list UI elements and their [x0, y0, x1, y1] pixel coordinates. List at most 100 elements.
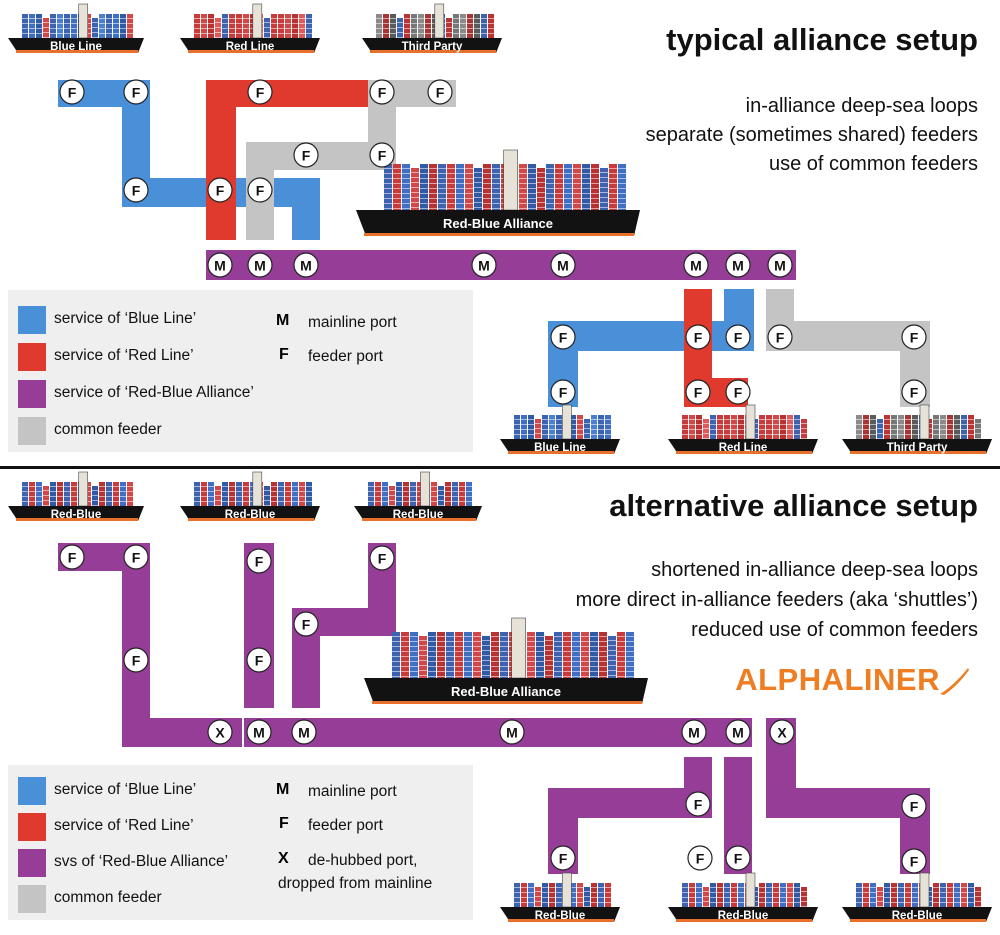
legend-swatch-red	[18, 813, 46, 841]
legend-label-dehubbed-2: dropped from mainline	[278, 875, 433, 892]
svg-text:F: F	[910, 385, 919, 401]
mainline-port: M	[207, 252, 233, 278]
legend-mainline-glyph: M	[276, 781, 290, 798]
bottom-desc-1: shortened in-alliance deep-sea loops	[651, 559, 978, 581]
top-blue-feeder	[548, 321, 748, 351]
ship-top-left: Blue Line	[8, 3, 144, 53]
feeder-port: F	[767, 324, 793, 350]
svg-text:M: M	[253, 725, 265, 741]
feeder-port: F	[725, 845, 751, 871]
feeder-port: F	[369, 79, 395, 105]
top-desc-2: separate (sometimes shared) feeders	[645, 124, 978, 146]
legend-feeder-glyph: F	[279, 815, 289, 832]
mainline-port: M	[246, 719, 272, 745]
svg-text:Blue Line: Blue Line	[50, 41, 102, 53]
bottom-mainline-route	[244, 718, 752, 747]
feeder-port: F	[246, 647, 272, 673]
svg-text:F: F	[216, 183, 225, 199]
svg-text:F: F	[694, 797, 703, 813]
feeder-port: F	[427, 79, 453, 105]
feeder-port: F	[550, 845, 576, 871]
ship-bottom-top-mid: Red-Blue	[180, 471, 320, 521]
svg-text:F: F	[694, 385, 703, 401]
svg-text:F: F	[734, 385, 743, 401]
mainline-port: M	[247, 252, 273, 278]
bottom-legend: service of ‘Blue Line’ service of ‘Red L…	[8, 765, 473, 920]
legend-label-feeder: feeder port	[308, 348, 383, 365]
feeder-port: F	[123, 647, 149, 673]
legend-swatch-blue	[18, 306, 46, 334]
legend-swatch-grey	[18, 885, 46, 913]
svg-text:F: F	[559, 851, 568, 867]
mainline-port: M	[293, 252, 319, 278]
svg-text:M: M	[557, 258, 569, 274]
ship-bottom-top-right: Red-Blue	[354, 471, 482, 521]
svg-text:F: F	[910, 799, 919, 815]
top-desc-3: use of common feeders	[769, 153, 978, 175]
bottom-desc-2: more direct in-alliance feeders (aka ‘sh…	[575, 589, 978, 611]
legend-label-red: service of ‘Red Line’	[54, 347, 194, 364]
mainline-port: M	[471, 252, 497, 278]
svg-text:M: M	[774, 258, 786, 274]
mainline-port: M	[499, 719, 525, 745]
ship-bottom-bottom-left: Red-Blue	[500, 872, 620, 922]
mainline-port: M	[767, 252, 793, 278]
svg-text:M: M	[300, 258, 312, 274]
feeder-port: F	[369, 142, 395, 168]
legend-label-blue: service of ‘Blue Line’	[54, 310, 197, 327]
legend-swatch-blue	[18, 777, 46, 805]
top-title: typical alliance setup	[666, 22, 978, 57]
svg-text:M: M	[688, 725, 700, 741]
ship-bottom-main: Red-Blue Alliance	[364, 617, 648, 704]
svg-text:F: F	[132, 653, 141, 669]
legend-label-mainline: mainline port	[308, 314, 397, 331]
alphaliner-swoosh-icon	[940, 668, 969, 695]
feeder-port: F	[687, 845, 713, 871]
legend-dehubbed-glyph: X	[278, 850, 289, 867]
svg-text:F: F	[734, 851, 743, 867]
legend-label-grey: common feeder	[54, 889, 162, 906]
svg-text:Red-Blue: Red-Blue	[393, 509, 443, 521]
top-red-route	[206, 80, 396, 107]
feeder-port: F	[247, 177, 273, 203]
feeder-port: F	[725, 324, 751, 350]
ship-top-bottom-left: Blue Line	[500, 404, 620, 454]
feeder-port: F	[725, 379, 751, 405]
dehubbed-port: X	[207, 719, 233, 745]
ship-top-mid: Red Line	[180, 3, 320, 53]
ship-top-right: Third Party	[362, 3, 502, 53]
feeder-port: F	[901, 379, 927, 405]
legend-swatch-purple	[18, 849, 46, 877]
svg-text:F: F	[68, 550, 77, 566]
svg-text:M: M	[214, 258, 226, 274]
legend-swatch-purple	[18, 380, 46, 408]
feeder-port: F	[123, 177, 149, 203]
feeder-port: F	[901, 793, 927, 819]
legend-label-mainline: mainline port	[308, 783, 397, 800]
feeder-port: F	[901, 324, 927, 350]
feeder-port: F	[293, 611, 319, 637]
svg-text:F: F	[256, 85, 265, 101]
legend-label-purple: service of ‘Red-Blue Alliance’	[54, 384, 254, 401]
svg-text:F: F	[132, 550, 141, 566]
mainline-port: M	[683, 252, 709, 278]
svg-text:M: M	[478, 258, 490, 274]
feeder-port: F	[685, 324, 711, 350]
svg-text:F: F	[910, 330, 919, 346]
mainline-port: M	[725, 719, 751, 745]
svg-text:Red-Blue: Red-Blue	[51, 509, 101, 521]
legend-mainline-glyph: M	[276, 312, 290, 329]
svg-text:Red-Blue: Red-Blue	[718, 910, 768, 922]
ship-top-bottom-right: Third Party	[842, 404, 992, 454]
feeder-port: F	[123, 79, 149, 105]
ship-bottom-top-left: Red-Blue	[8, 471, 144, 521]
ship-top-main: Red-Blue Alliance	[356, 149, 640, 236]
svg-text:F: F	[68, 85, 77, 101]
svg-text:F: F	[302, 617, 311, 633]
svg-text:X: X	[777, 725, 787, 741]
svg-text:F: F	[910, 854, 919, 870]
svg-text:X: X	[215, 725, 225, 741]
legend-label-blue: service of ‘Blue Line’	[54, 781, 197, 798]
svg-text:F: F	[378, 148, 387, 164]
